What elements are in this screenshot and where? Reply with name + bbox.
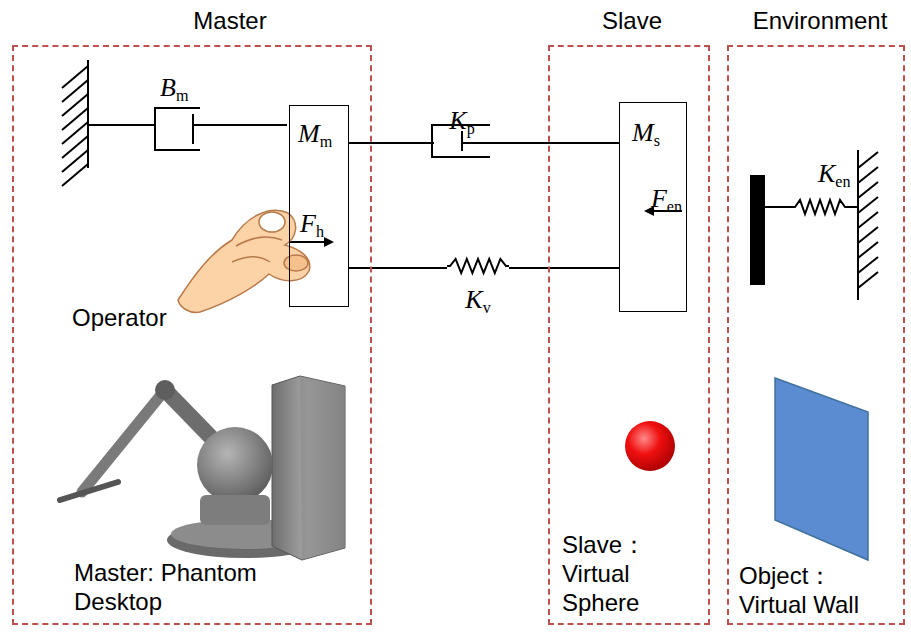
wall-plate <box>750 175 765 285</box>
spring-symbol <box>447 260 509 272</box>
operator-hand <box>232 257 270 262</box>
region-title: Master <box>193 7 266 36</box>
haptic-device <box>272 376 345 560</box>
fixed-wall <box>62 122 88 144</box>
fixed-wall <box>858 227 878 243</box>
mass-symbol: Mm <box>298 120 332 149</box>
force-arrow <box>290 237 334 247</box>
fixed-wall <box>62 94 88 116</box>
spring-symbol <box>765 200 858 214</box>
slave-caption: Slave：Virtual Sphere <box>562 531 707 617</box>
operator-hand <box>259 212 285 232</box>
spring-symbol <box>447 259 509 273</box>
fixed-wall <box>858 152 878 168</box>
fixed-wall <box>62 108 88 130</box>
haptic-device <box>200 495 270 525</box>
damper-symbol <box>193 124 287 126</box>
slave-mass-block: MsFen <box>619 102 687 312</box>
haptic-device <box>82 390 165 492</box>
damping-symbol: Bm <box>160 74 188 103</box>
slave-region: SlaveSlave：Virtual SphereMsFen <box>548 45 710 625</box>
operator-label: Operator <box>72 304 167 333</box>
coupling-line <box>349 142 619 144</box>
fixed-wall <box>858 150 878 300</box>
spring-symbol <box>447 259 509 273</box>
damper-symbol <box>88 108 287 150</box>
haptic-device <box>197 427 273 503</box>
fixed-wall <box>858 197 878 213</box>
virtual-wall <box>775 378 868 560</box>
damper-symbol <box>88 124 155 126</box>
fixed-wall <box>858 272 878 288</box>
fixed-wall <box>858 182 878 198</box>
fixed-wall <box>62 164 88 186</box>
virtual-sphere <box>625 421 675 471</box>
master-region: MasterMaster: Phantom DesktopMmFh <box>12 45 372 625</box>
fixed-wall <box>62 66 88 186</box>
region-title: Slave <box>602 7 662 36</box>
coupling-gain-label: Kv <box>465 286 490 315</box>
environment-region: EnvironmentObject：Virtual Wall <box>727 45 905 625</box>
virtual-wall <box>775 378 868 560</box>
force-symbol: Fh <box>300 210 324 239</box>
region-title: Environment <box>753 7 888 36</box>
fixed-wall <box>857 150 859 300</box>
coupling-gain-label: Kp <box>449 107 474 136</box>
haptic-device <box>300 376 345 560</box>
force-arrow <box>290 241 326 243</box>
fixed-wall <box>858 212 878 228</box>
force-symbol: Fen <box>651 185 682 214</box>
master-mass-block: MmFh <box>289 105 349 307</box>
haptic-device <box>60 482 118 500</box>
damper-symbol <box>155 108 200 150</box>
stiffness-symbol: Ken <box>818 160 851 189</box>
fixed-wall <box>62 80 88 102</box>
fixed-wall <box>858 152 878 288</box>
device-caption: Master: Phantom Desktop <box>74 559 279 617</box>
haptic-device <box>60 376 345 560</box>
fixed-wall <box>62 60 88 186</box>
wall-plate <box>750 175 765 285</box>
damper-symbol <box>434 134 461 148</box>
operator-hand <box>236 237 282 246</box>
fixed-wall <box>62 66 88 88</box>
operator-hand <box>284 255 308 271</box>
haptic-device <box>155 380 175 400</box>
fixed-wall <box>858 257 878 273</box>
object-caption: Object：Virtual Wall <box>739 562 889 620</box>
force-arrow <box>324 237 334 247</box>
mass-symbol: Ms <box>632 119 660 148</box>
fixed-wall <box>858 167 878 183</box>
fixed-wall <box>62 150 88 172</box>
virtual-sphere <box>625 421 675 471</box>
damper-symbol <box>192 114 194 144</box>
fixed-wall <box>858 242 878 258</box>
spring-symbol <box>765 200 858 214</box>
fixed-wall <box>62 136 88 158</box>
